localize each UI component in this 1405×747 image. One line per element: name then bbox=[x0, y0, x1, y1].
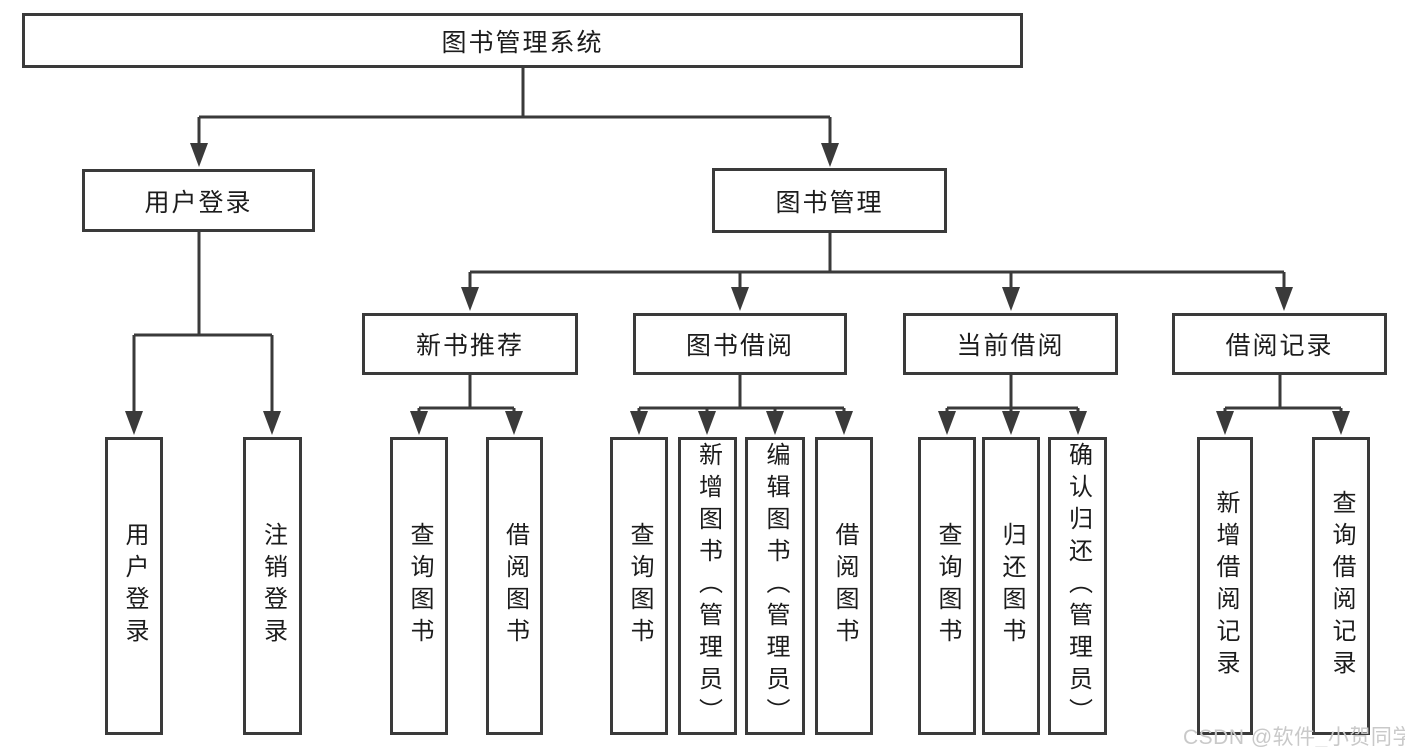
node-label: 查询图书 bbox=[934, 522, 961, 650]
node-book-management: 图书管理 bbox=[712, 168, 947, 233]
leaf-add-borrow-record: 新增借阅记录 bbox=[1197, 437, 1253, 735]
leaf-query-books-borrow: 查询图书 bbox=[610, 437, 668, 735]
node-label: 新书推荐 bbox=[415, 332, 524, 360]
node-label: 查询借阅记录 bbox=[1328, 490, 1355, 682]
arrowheads bbox=[125, 143, 1350, 435]
node-new-book-recommend: 新书推荐 bbox=[362, 313, 578, 375]
leaf-user-login: 用户登录 bbox=[105, 437, 163, 735]
leaf-return-book: 归还图书 bbox=[982, 437, 1040, 735]
node-current-borrow: 当前借阅 bbox=[903, 313, 1118, 375]
node-borrow-records: 借阅记录 bbox=[1172, 313, 1387, 375]
node-label: 借阅记录 bbox=[1225, 332, 1334, 360]
node-label: 归还图书 bbox=[998, 522, 1025, 650]
node-label: 借阅图书 bbox=[831, 522, 858, 650]
leaf-borrow-books-recommend: 借阅图书 bbox=[486, 437, 543, 735]
node-label: 注销登录 bbox=[259, 522, 287, 650]
node-label: 当前借阅 bbox=[956, 332, 1065, 360]
node-label: 用户登录 bbox=[144, 188, 253, 217]
leaf-confirm-return-admin: 确认归还（管理员） bbox=[1048, 437, 1107, 735]
node-label: 用户登录 bbox=[121, 522, 148, 650]
node-label: 图书借阅 bbox=[685, 332, 794, 360]
node-label: 查询图书 bbox=[626, 522, 653, 650]
leaf-add-book-admin: 新增图书（管理员） bbox=[678, 437, 737, 735]
node-label: 新增借阅记录 bbox=[1212, 490, 1239, 682]
node-label: 新增图书（管理员） bbox=[694, 442, 722, 730]
node-root: 图书管理系统 bbox=[22, 13, 1023, 68]
node-book-borrow: 图书借阅 bbox=[633, 313, 847, 375]
node-label: 图书管理 bbox=[775, 188, 884, 217]
leaf-query-borrow-record: 查询借阅记录 bbox=[1312, 437, 1370, 735]
leaf-query-books-recommend: 查询图书 bbox=[390, 437, 448, 735]
node-label: 图书管理系统 bbox=[441, 28, 604, 57]
node-user-login: 用户登录 bbox=[82, 169, 315, 232]
watermark: CSDN @软件_小贺同学 bbox=[1183, 726, 1405, 747]
node-label: 编辑图书（管理员） bbox=[762, 442, 789, 730]
node-label: 确认归还（管理员） bbox=[1064, 442, 1092, 730]
leaf-borrow-books: 借阅图书 bbox=[815, 437, 873, 735]
node-label: 借阅图书 bbox=[501, 522, 529, 650]
leaf-query-books-current: 查询图书 bbox=[918, 437, 976, 735]
node-label: 查询图书 bbox=[406, 522, 433, 650]
leaf-edit-book-admin: 编辑图书（管理员） bbox=[745, 437, 805, 735]
leaf-logout: 注销登录 bbox=[243, 437, 302, 735]
